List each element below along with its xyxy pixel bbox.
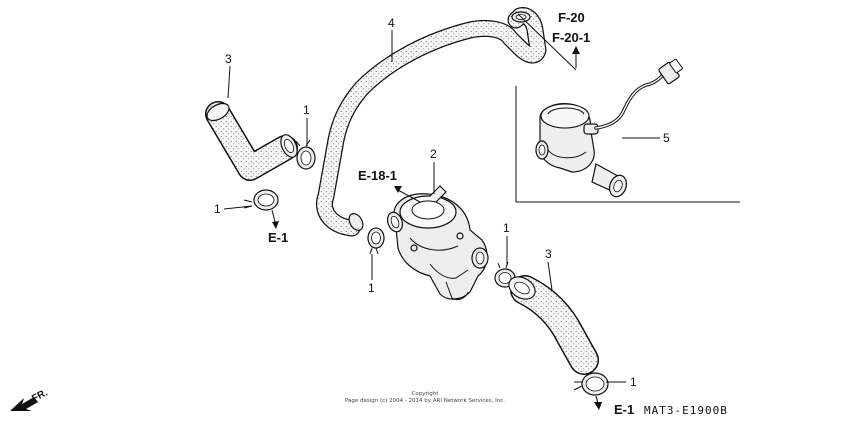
right-hose xyxy=(508,275,599,375)
copyright-line2: Page design (c) 2004 - 2014 by ARI Netwo… xyxy=(345,398,505,404)
left-hose xyxy=(205,101,298,181)
ref-e1-left: E-1 xyxy=(268,230,288,245)
ref-f20: F-20 xyxy=(558,10,585,25)
ref-f20-1: F-20-1 xyxy=(552,30,590,45)
bottom-clamp xyxy=(573,372,609,396)
left-clamp xyxy=(243,189,279,211)
callout-valve: 2 xyxy=(430,147,437,161)
solenoid-wire xyxy=(594,58,683,130)
callout-left-clamp: 1 xyxy=(214,202,221,216)
ref-e18-1: E-18-1 xyxy=(358,168,397,183)
direction-label: FR. xyxy=(30,387,50,404)
callout-long-hose: 4 xyxy=(388,16,395,30)
inset-frame xyxy=(515,86,740,203)
ref-e1-bottom: E-1 xyxy=(614,402,634,417)
valve-clamp xyxy=(367,227,385,255)
callout-solenoid: 5 xyxy=(663,131,670,145)
callout-upper-left-clamp: 1 xyxy=(303,103,310,117)
callout-right-hose: 3 xyxy=(545,247,552,261)
air-injection-valve xyxy=(386,185,489,301)
callout-valve-clamp: 1 xyxy=(368,281,375,295)
upper-left-clamp xyxy=(295,139,316,170)
solenoid-valve xyxy=(535,103,628,198)
front-direction-arrow: FR. xyxy=(10,387,50,411)
copyright-line1: Copyright xyxy=(412,391,440,397)
callout-bottom-clamp: 1 xyxy=(630,375,637,389)
diagram-code: MAT3-E1900B xyxy=(644,404,728,417)
callout-right-clamp: 1 xyxy=(503,221,510,235)
callout-left-hose: 3 xyxy=(225,52,232,66)
